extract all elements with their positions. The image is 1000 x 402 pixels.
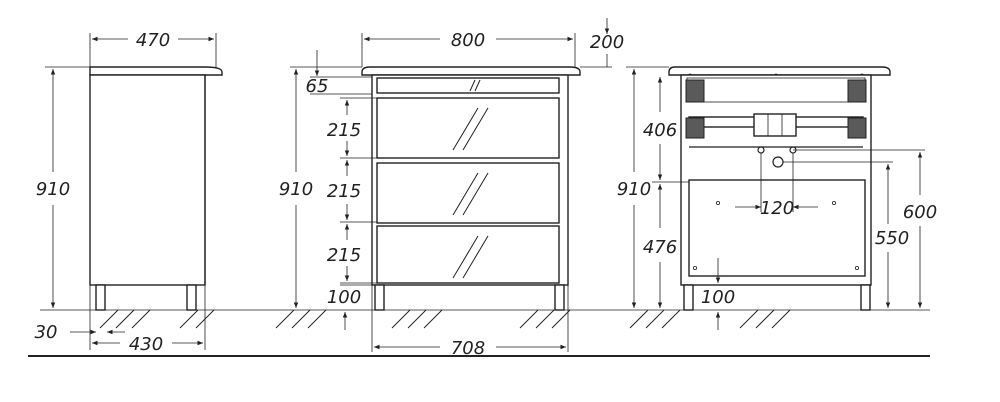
floor-hatching — [99, 309, 791, 329]
side-leg-offset-dimension: 30 — [35, 322, 125, 343]
back-drawer-runners — [685, 79, 867, 148]
front-drawer-3 — [376, 225, 560, 284]
side-height-label: 910 — [36, 179, 70, 200]
side-body — [89, 74, 206, 286]
front-drawer-dimensions: 215 215 215 — [327, 97, 377, 284]
front-top-overhang-dimension: 200 — [580, 18, 624, 68]
front-drawer-2-label: 215 — [327, 181, 361, 202]
side-leg-offset-label: 30 — [35, 322, 58, 343]
side-body-depth-dimension: 430 — [89, 285, 206, 355]
back-leg-height-dimension: 100 — [701, 258, 735, 330]
back-height-label: 910 — [617, 179, 651, 200]
back-legs — [683, 284, 871, 311]
front-drawer-1-label: 215 — [327, 120, 361, 141]
front-legs — [374, 284, 565, 311]
front-countertop — [361, 66, 581, 76]
back-view: 910 406 476 120 600 — [617, 66, 937, 330]
front-height-label: 910 — [279, 179, 313, 200]
front-top-overhang-label: 200 — [590, 32, 624, 53]
side-top-depth-dimension: 470 — [89, 30, 217, 67]
side-body-depth-label: 430 — [129, 334, 163, 355]
side-legs — [95, 284, 197, 311]
front-drawer-1 — [376, 97, 560, 159]
front-view: 800 200 910 65 — [279, 18, 624, 359]
back-leg-height-label: 100 — [701, 287, 735, 308]
side-height-dimension: 910 — [36, 66, 90, 308]
back-600-label: 600 — [903, 202, 937, 223]
back-countertop — [668, 66, 891, 79]
front-body-width-label: 708 — [451, 338, 485, 359]
side-view: 470 910 430 30 — [35, 30, 223, 355]
back-600-dimension: 600 — [793, 149, 937, 308]
back-upper-part-label: 406 — [643, 120, 677, 141]
side-countertop — [89, 66, 223, 76]
back-lower-shelf — [688, 179, 866, 277]
front-top-rail-label: 65 — [306, 76, 329, 97]
front-top-width-dimension: 800 — [361, 30, 576, 67]
back-lower-part-label: 476 — [643, 237, 677, 258]
back-height-dimension: 910 — [617, 66, 669, 308]
front-leg-height-dimension: 100 — [327, 284, 375, 330]
back-pipe-spacing-dimension: 120 — [735, 153, 818, 219]
front-drawer-2 — [376, 162, 560, 224]
front-leg-height-label: 100 — [327, 287, 361, 308]
front-drawer-3-label: 215 — [327, 245, 361, 266]
front-height-dimension: 910 — [279, 66, 362, 308]
front-top-width-label: 800 — [451, 30, 485, 51]
front-body-width-dimension: 708 — [371, 285, 569, 359]
back-pipe-spacing-label: 120 — [760, 198, 794, 219]
side-top-depth-label: 470 — [136, 30, 170, 51]
front-top-rail — [376, 77, 560, 94]
front-top-rail-dimension: 65 — [306, 50, 372, 97]
back-section-dimensions: 406 476 — [643, 77, 689, 308]
back-550-label: 550 — [875, 228, 909, 249]
back-550-dimension: 550 — [783, 161, 909, 308]
